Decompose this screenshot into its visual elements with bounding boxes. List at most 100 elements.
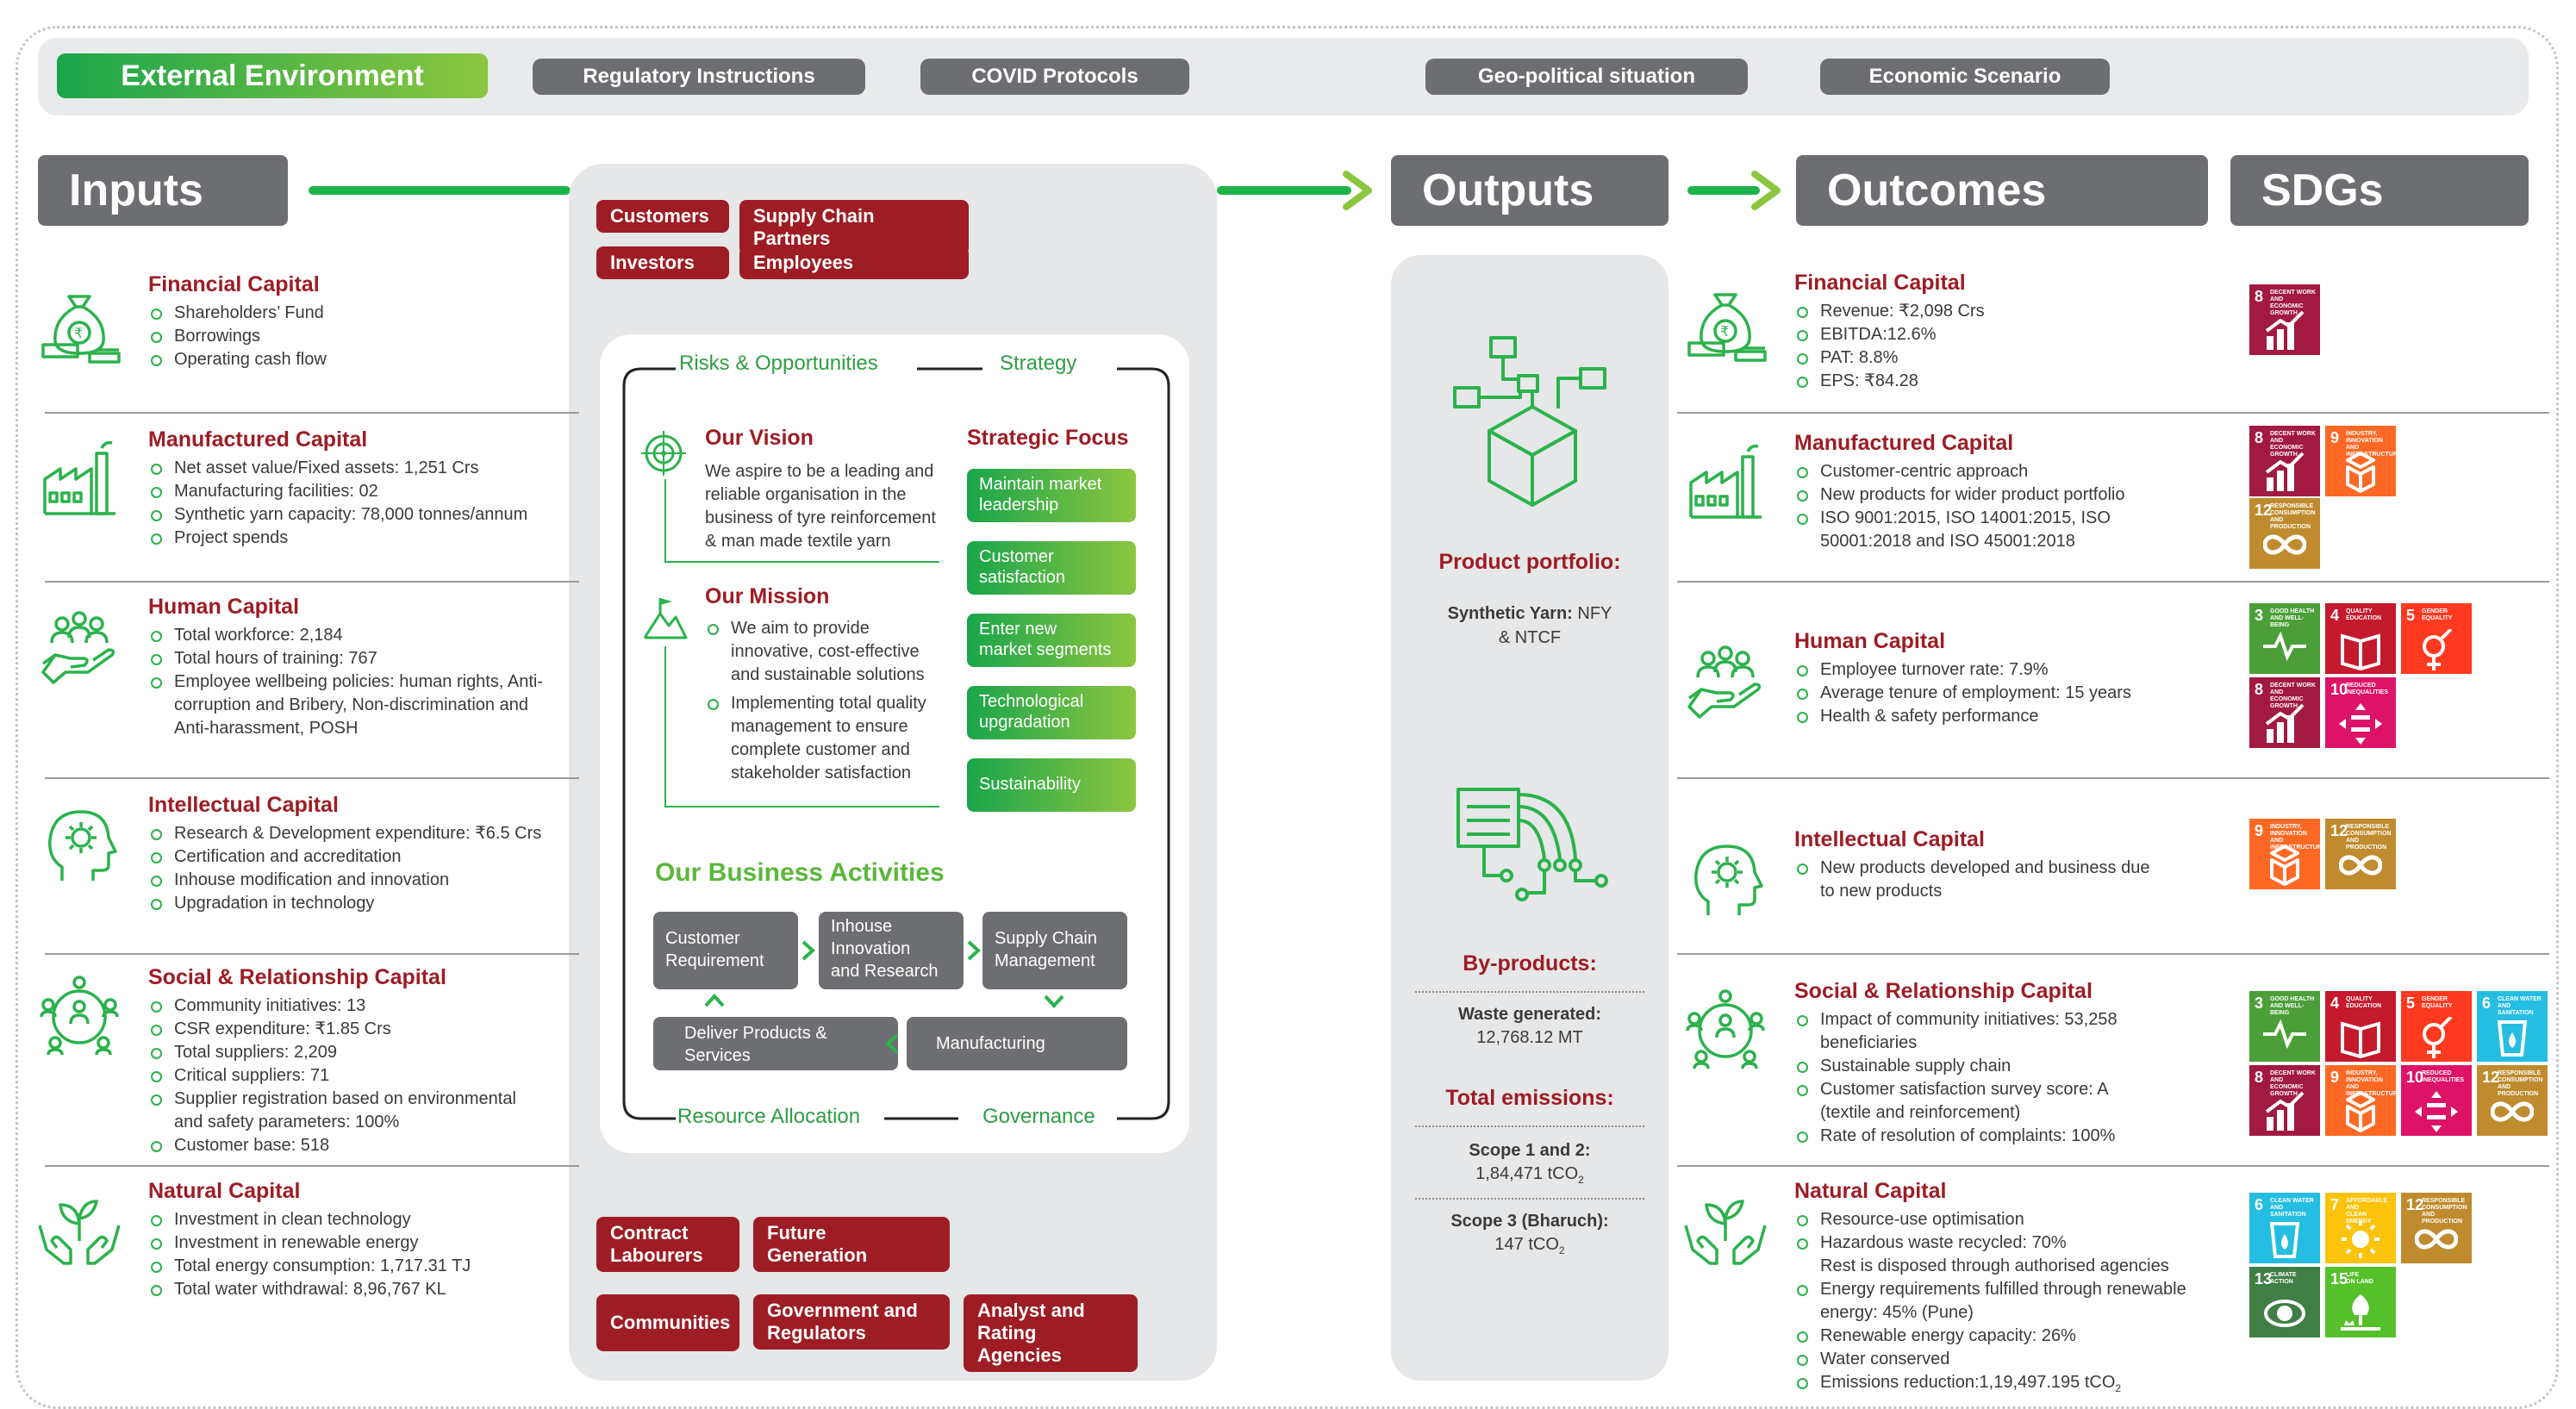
list-item: Revenue: ₹2,098 Crs — [1794, 300, 1985, 323]
list-item: EBITDA:12.6% — [1794, 323, 1985, 346]
divider — [45, 412, 579, 414]
list-item: beneficiaries — [1820, 1033, 1918, 1052]
head-gear-icon — [36, 801, 122, 888]
sdg-number: 3 — [2255, 994, 2264, 1012]
outcomes-capital-title: Manufactured Capital — [1794, 431, 2014, 455]
resource-allocation-label: Resource Allocation — [677, 1105, 861, 1128]
list-item: Water conserved — [1794, 1348, 2186, 1371]
factory-icon — [1682, 440, 1768, 526]
list-item: Critical suppliers: 71 — [148, 1064, 516, 1088]
sdg-number: 8 — [2255, 681, 2264, 698]
product-box-icon — [1453, 336, 1606, 507]
center-outputs-connector — [1217, 186, 1351, 195]
outputs-header: Outputs — [1391, 155, 1668, 226]
sdg-number: 9 — [2255, 822, 2264, 839]
list-item: Investment in clean technology — [148, 1208, 471, 1231]
list-item: Synthetic yarn capacity: 78,000 tonnes/a… — [148, 503, 527, 527]
chevron-up-icon — [704, 994, 725, 1007]
inputs-capital-title: Social & Relationship Capital — [148, 965, 446, 989]
byproducts-title: By-products: — [1463, 951, 1597, 976]
list-item: Resource-use optimisation — [1794, 1208, 2186, 1231]
subscript: 2 — [2115, 1382, 2122, 1394]
list-item: Total water withdrawal: 8,96,767 KL — [148, 1278, 471, 1301]
stakeholder-customers: Customers — [596, 200, 729, 233]
list-item: ISO 9001:2015, ISO 14001:2015, ISO — [1794, 507, 2125, 530]
list-item: Customer-centric approach — [1794, 460, 2125, 483]
list-item: Shareholders’ Fund — [148, 302, 327, 325]
inputs-capital-list: Research & Development expenditure: ₹6.5… — [148, 822, 541, 915]
sdg-number: 8 — [2255, 288, 2264, 305]
svg-text:₹: ₹ — [74, 325, 83, 341]
list-item: Emissions reduction:1,19,497.195 tCO2 — [1794, 1371, 2186, 1400]
sdg-number: 7 — [2330, 1196, 2340, 1213]
community-network-icon — [36, 974, 122, 1060]
factory-icon — [36, 436, 122, 522]
divider — [1415, 1198, 1644, 1200]
focus-sustainability: Sustainability — [967, 758, 1136, 812]
list-item: Research & Development expenditure: ₹6.5… — [148, 822, 541, 845]
sdg-number: 12 — [2255, 502, 2273, 519]
activity-manufacturing: Manufacturing — [907, 1017, 1127, 1070]
list-item: PAT: 8.8% — [1794, 346, 1985, 370]
people-hand-icon — [36, 603, 122, 689]
env-item-covid: COVID Protocols — [920, 59, 1189, 95]
list-item: Health & safety performance — [1794, 705, 2131, 728]
scope-1-2-emissions: Scope 1 and 2: 1,84,471 tCO2 — [1469, 1141, 1591, 1186]
money-bag-icon: ₹ — [1682, 279, 1768, 365]
inputs-capital-title: Intellectual Capital — [148, 793, 339, 817]
list-item: EPS: ₹84.28 — [1794, 370, 1985, 393]
strategy-label: Strategy — [1000, 352, 1077, 375]
list-item: Anti-harassment, POSH — [174, 719, 359, 738]
list-item: Total hours of training: 767 — [148, 647, 543, 670]
plant-hands-icon — [1682, 1188, 1768, 1274]
list-item: Employee wellbeing policies: human right… — [148, 670, 543, 694]
list-item: 50001:2018 and ISO 45001:2018 — [1820, 532, 2075, 551]
mission-list: We aim to provide innovative, cost-effec… — [705, 617, 926, 785]
list-item: Energy requirements fulfilled through re… — [1794, 1278, 2186, 1301]
sdg-number: 8 — [2255, 1069, 2264, 1086]
list-item: Inhouse modification and innovation — [148, 869, 541, 892]
list-item: (textile and reinforcement) — [1820, 1103, 2021, 1122]
inputs-header: Inputs — [38, 155, 288, 226]
list-item: Total workforce: 2,184 — [148, 624, 543, 647]
waste-generated: Waste generated: 12,768.12 MT — [1458, 1005, 1601, 1047]
outputs-panel — [1391, 255, 1668, 1381]
outcomes-header: Outcomes — [1796, 155, 2208, 226]
chevron-left-icon — [885, 1033, 899, 1054]
list-item: to new products — [1820, 882, 1943, 901]
governance-label: Governance — [982, 1105, 1095, 1128]
divider — [1415, 991, 1644, 993]
chevron-right-icon — [801, 940, 815, 961]
chevron-right-icon — [967, 940, 981, 961]
list-item: Borrowings — [148, 325, 327, 348]
sdg-number: 9 — [2330, 1069, 2340, 1086]
sdgs-header: SDGs — [2230, 155, 2529, 226]
yarn-machine-icon — [1456, 788, 1608, 901]
sdg-number: 3 — [2255, 607, 2264, 624]
list-item: Average tenure of employment: 15 years — [1794, 682, 2131, 705]
list-item: Rest is disposed through authorised agen… — [1820, 1256, 2169, 1275]
list-item: Impact of community initiatives: 53,258 — [1794, 1008, 2118, 1032]
sdg-number: 4 — [2330, 607, 2340, 624]
total-emissions-title: Total emissions: — [1445, 1086, 1614, 1110]
sdg-number: 9 — [2330, 429, 2340, 446]
